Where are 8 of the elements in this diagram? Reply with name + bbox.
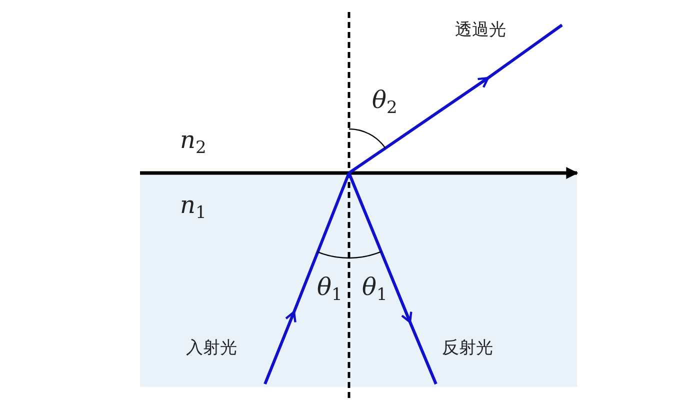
ray-label: 入射光: [186, 340, 237, 357]
angle-label: θ$_{1}$: [317, 275, 342, 304]
angle-label: θ$_{2}$: [372, 88, 398, 118]
index-label: n$_{1}$: [180, 193, 206, 222]
angle-label: θ$_{1}$: [362, 275, 388, 304]
ray-label: 反射光: [442, 340, 493, 357]
ray-label: 透過光: [455, 22, 506, 39]
index-label: n$_{2}$: [180, 128, 206, 158]
